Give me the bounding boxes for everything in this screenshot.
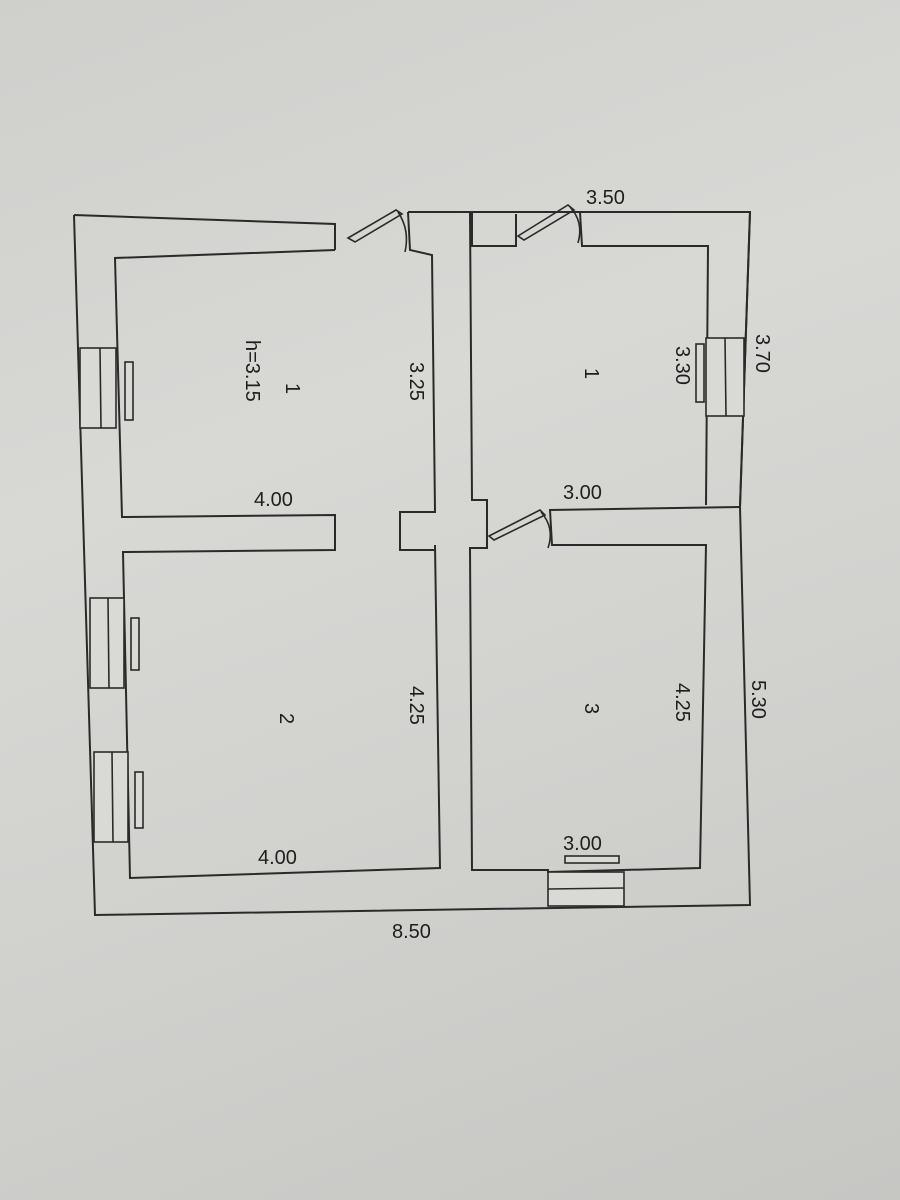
room-number-right-1: 1 (580, 368, 602, 379)
dim-room1-right-depth: 3.30 (671, 346, 693, 385)
window-room2-lower (93, 751, 129, 843)
window-left-room1 (79, 347, 117, 429)
dim-top-right-width: 3.50 (586, 187, 625, 209)
room-height-note: h=3.15 (241, 340, 263, 402)
dim-right-top-height: 3.70 (751, 334, 773, 373)
room-labels: 1 h=3.15 2 1 3 (241, 340, 602, 724)
dim-room3-width: 3.00 (563, 833, 602, 855)
dim-room1-left-depth: 3.25 (405, 362, 427, 401)
dim-room2-depth: 4.25 (405, 686, 427, 725)
dim-overall-width: 8.50 (392, 921, 431, 943)
doors (346, 204, 581, 549)
room-number-left-1: 1 (281, 383, 303, 394)
window-room2-upper (89, 597, 125, 689)
dimension-labels: 3.50 3.70 5.30 8.50 3.25 4.00 4.25 4.00 … (254, 187, 773, 943)
dim-room1-left-width: 4.00 (254, 489, 293, 511)
interior-walls (399, 211, 751, 874)
door-room3 (487, 509, 547, 541)
exterior-walls (73, 211, 752, 917)
dim-right-bottom-height: 5.30 (747, 680, 769, 719)
door-right-room1 (516, 204, 576, 241)
room-number-2: 2 (275, 713, 297, 724)
windows (79, 337, 745, 907)
door-left-room1 (346, 209, 404, 243)
room-number-3: 3 (580, 703, 602, 714)
dim-room1-right-width: 3.00 (563, 482, 602, 504)
dim-room2-width: 4.00 (258, 847, 297, 869)
dim-room3-depth: 4.25 (671, 683, 693, 722)
